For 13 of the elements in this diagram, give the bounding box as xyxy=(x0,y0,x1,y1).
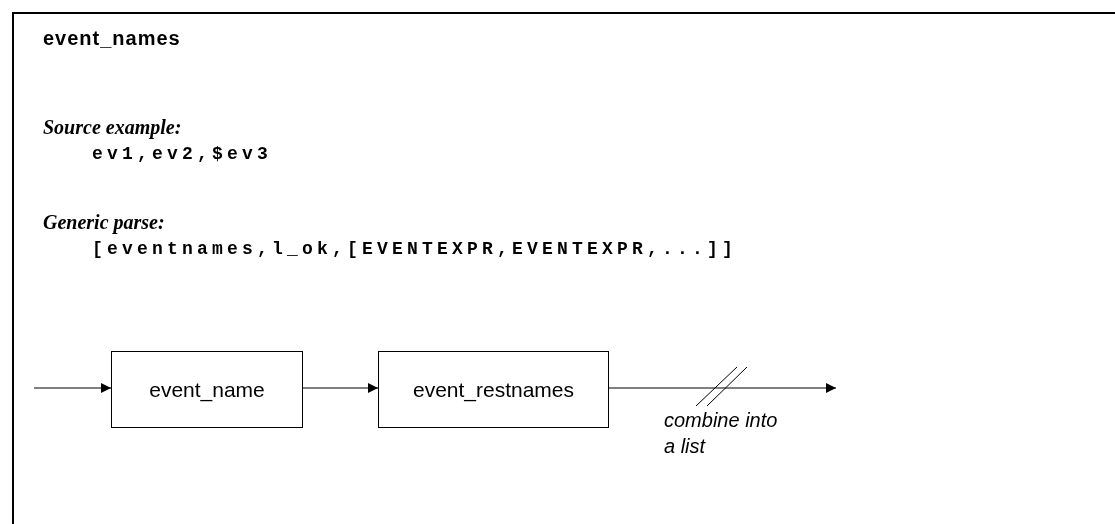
edge-label: combine into a list xyxy=(664,408,779,459)
code-example: [eventnames,l_ok,[EVENTEXPR,EVENTEXPR,...]] xyxy=(92,239,738,259)
arrow xyxy=(33,383,112,393)
box-label: event_name xyxy=(149,377,265,402)
process-box xyxy=(111,351,303,428)
process-box xyxy=(378,351,609,428)
title: event_names xyxy=(43,27,181,50)
box-label: event_restnames xyxy=(412,377,575,402)
section-heading: Generic parse: xyxy=(43,211,165,234)
arrow xyxy=(302,383,379,393)
section-heading: Source example: xyxy=(43,116,182,139)
arrow xyxy=(608,383,837,393)
code-example: ev1,ev2,$ev3 xyxy=(92,144,273,164)
